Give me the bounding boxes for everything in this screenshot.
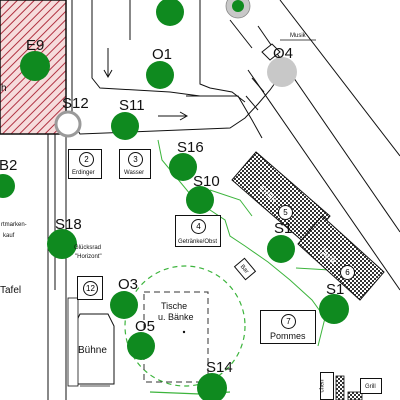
gluecksrad-label-1: Glücksrad: [74, 245, 102, 251]
sign-chen: chen: [320, 372, 334, 400]
booth-number-12: 12: [83, 281, 98, 296]
marker-dot-o4[interactable]: [267, 57, 297, 87]
marker-dot-s11[interactable]: [111, 112, 139, 140]
booth-getraenke-obst[interactable]: 4 Getränke/Obst: [175, 215, 221, 247]
marker-dot-s16[interactable]: [169, 153, 197, 181]
marker-label-s12: S12: [62, 95, 89, 112]
marker-label-s16: S16: [177, 139, 204, 156]
marker-dot-s17[interactable]: [319, 294, 349, 324]
marker-label-s18: S18: [55, 216, 82, 233]
marker-label-o5: O5: [135, 318, 156, 335]
marker-dot-o1[interactable]: [146, 61, 174, 89]
marker-dot-s14[interactable]: [197, 373, 227, 400]
booth-name-erdinger: Erdinger: [72, 170, 95, 176]
marker-dot-b2[interactable]: [0, 174, 15, 198]
marker-dot-o5[interactable]: [127, 332, 155, 360]
marker-label-o1: O1: [152, 46, 173, 63]
booth-pommes[interactable]: 7 Pommes: [260, 310, 316, 344]
hatch-building-text: h: [1, 83, 7, 94]
tables-label-1: Tische: [161, 301, 188, 311]
marker-dot-e9[interactable]: [20, 51, 50, 81]
gluecksrad-label-2: "Horizont": [75, 254, 102, 260]
booth-number-4: 4: [191, 219, 206, 234]
marker-label-s14: S14: [206, 359, 233, 376]
marker-label-b2: B2: [0, 157, 18, 174]
bar-label: Bar: [238, 263, 250, 275]
marker-dot-s15[interactable]: [267, 235, 295, 263]
marker-dot-o3[interactable]: [110, 291, 138, 319]
marker-dot-s10[interactable]: [186, 186, 214, 214]
booth-name-grill: Grill: [365, 384, 376, 390]
booth-wasser[interactable]: 3 Wasser: [119, 149, 151, 179]
marker-label-s17: S1: [326, 281, 345, 298]
booth-erdinger[interactable]: 2 Erdinger: [68, 149, 102, 179]
booth-grill[interactable]: Grill: [360, 378, 382, 394]
dashed-circle: [124, 265, 246, 387]
marker-label-s10: S10: [193, 173, 220, 190]
marker-label-e9: E9: [26, 37, 45, 54]
booth-number-5: 5: [278, 205, 293, 220]
booth-number-2: 2: [79, 152, 94, 167]
booth-number-3: 3: [128, 152, 143, 167]
booth-6-shape: [297, 215, 385, 301]
marken-label-1: rtmarken-: [1, 222, 27, 228]
booth-number-7: 7: [281, 314, 296, 329]
musik-label: Musik: [290, 33, 306, 39]
green-path: [157, 139, 326, 347]
booth-name-getraenke: Getränke/Obst: [178, 239, 218, 245]
booth-5-shape: [231, 151, 331, 245]
marker-dot-s18[interactable]: [47, 229, 77, 259]
booth-name-wasser: Wasser: [124, 170, 145, 176]
tafel-label: Tafel: [0, 285, 22, 296]
marker-dot-s12[interactable]: [54, 110, 82, 138]
marker-label-s11: S11: [119, 97, 145, 114]
tables-label-2: u. Bänke: [158, 312, 194, 322]
booth-name-pommes: Pommes: [270, 331, 306, 341]
sign-chen-text: chen: [319, 379, 326, 393]
booth-12[interactable]: 12: [77, 276, 103, 300]
marker-dot-top[interactable]: [156, 0, 184, 26]
stage-label: Bühne: [78, 345, 107, 356]
marker-label-o4: O4: [273, 45, 294, 62]
marker-label-o3: O3: [118, 276, 139, 293]
booth-number-6: 6: [340, 265, 355, 280]
marken-label-2: kauf: [3, 233, 15, 239]
marker-label-s15: S1: [274, 220, 293, 237]
